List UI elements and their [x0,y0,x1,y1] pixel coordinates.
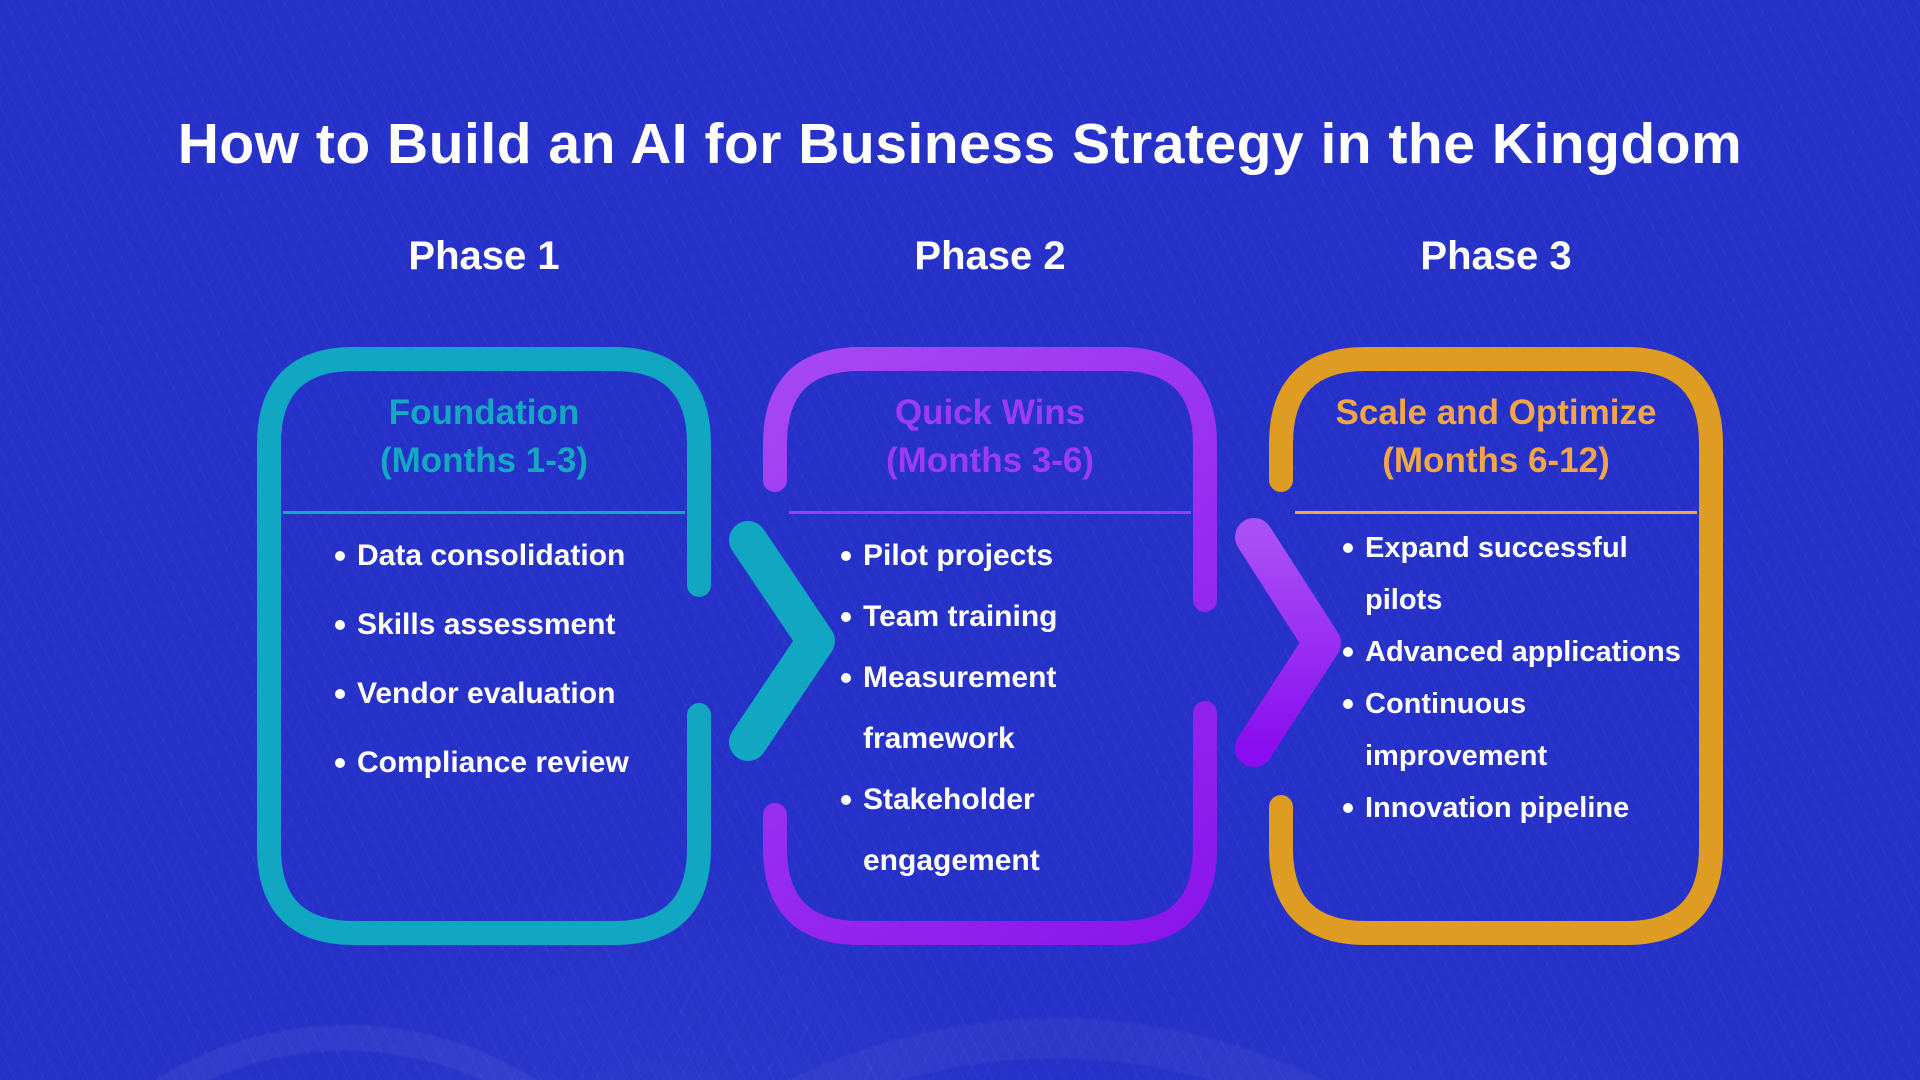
card-quick-wins-header: Quick Wins (Months 3-6) [787,389,1193,485]
list-item: Skills assessment [257,590,705,659]
card-1-border [257,347,711,945]
card-scale-optimize-divider [1295,511,1697,514]
list-item: Measurement framework [763,647,1211,769]
card-scale-optimize-subtitle: (Months 6-12) [1382,441,1610,480]
card-quick-wins-subtitle: (Months 3-6) [885,441,1095,480]
phase-2-label: Phase 2 [914,234,1066,278]
list-item: Data consolidation [257,521,705,590]
phase-3-label: Phase 3 [1420,234,1572,278]
list-item: Continuous improvement [1269,678,1717,782]
card-3-border [1269,347,1723,945]
card-2-border-bottom [763,701,1217,945]
list-item: Vendor evaluation [257,659,705,728]
card-quick-wins-divider [789,511,1191,514]
phase-1-label: Phase 1 [408,234,560,278]
list-item: Pilot projects [763,525,1211,586]
page-title: How to Build an AI for Business Strategy… [177,112,1743,176]
card-foundation-title: Foundation [388,393,580,432]
list-item: Expand successful pilots [1269,522,1717,626]
card-foundation-divider [283,511,685,514]
list-item: Advanced applications [1269,626,1717,678]
list-item: Stakeholder engagement [763,769,1211,891]
chevron-right-icon-2 [1235,518,1341,767]
card-scale-optimize-bullets: Expand successful pilots Advanced applic… [1269,522,1717,834]
card-quick-wins-title: Quick Wins [894,393,1086,432]
card-foundation-subtitle: (Months 1-3) [379,441,589,480]
card-scale-optimize: Scale and Optimize (Months 6-12) Expand … [1269,347,1723,945]
chevron-right-icon-1 [729,521,835,761]
card-quick-wins-bullets: Pilot projects Team training Measurement… [763,525,1211,891]
card-foundation: Foundation (Months 1-3) Data consolidati… [257,347,711,945]
list-item: Innovation pipeline [1269,782,1717,834]
card-scale-optimize-title: Scale and Optimize [1335,393,1657,432]
card-scale-optimize-header: Scale and Optimize (Months 6-12) [1293,389,1699,485]
list-item: Compliance review [257,728,705,797]
list-item: Team training [763,586,1211,647]
card-2-border-top [763,347,1217,612]
card-quick-wins: Quick Wins (Months 3-6) Pilot projects T… [763,347,1217,945]
card-foundation-header: Foundation (Months 1-3) [281,389,687,485]
card-foundation-bullets: Data consolidation Skills assessment Ven… [257,521,705,797]
